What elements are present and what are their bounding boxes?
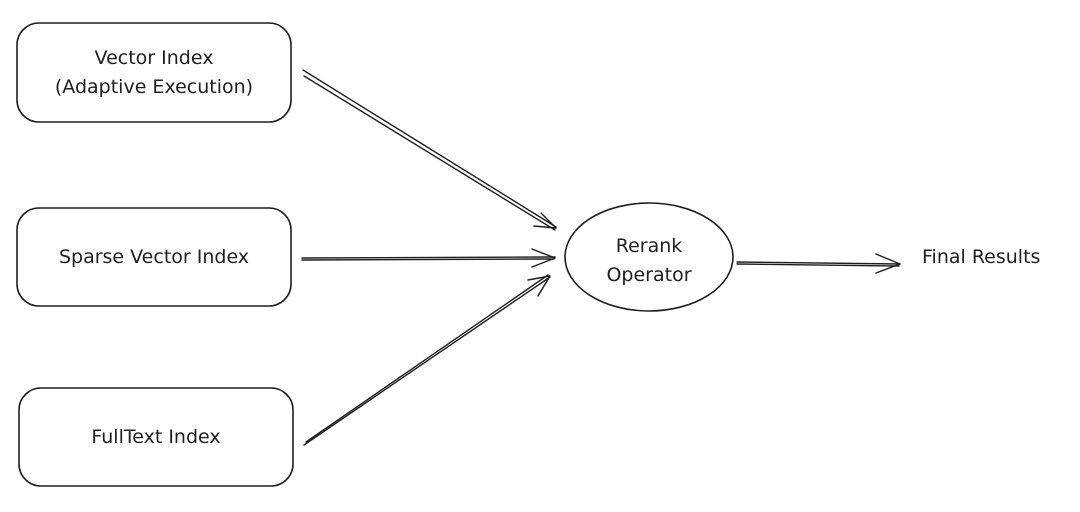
edge-vector-to-rerank-line <box>302 69 557 228</box>
vector-index-label-line1: Vector Index <box>95 47 214 69</box>
node-vector-index: Vector Index (Adaptive Execution) <box>16 22 292 123</box>
sparse-vector-index-box <box>16 207 292 307</box>
edge-sparse-to-rerank-arrowhead <box>531 248 556 268</box>
node-fulltext-index: FullText Index <box>18 387 294 487</box>
edge-fulltext-to-rerank <box>303 274 551 446</box>
edge-sparse-to-rerank-line-2 <box>301 258 555 261</box>
edge-sparse-to-rerank-line <box>301 256 556 259</box>
edge-rerank-to-final-line-2 <box>736 263 900 267</box>
edge-vector-to-rerank <box>302 69 557 231</box>
edge-vector-to-rerank-arrowhead <box>533 212 557 229</box>
node-sparse-vector-index: Sparse Vector Index <box>16 207 292 307</box>
sparse-vector-index-label: Sparse Vector Index <box>59 246 249 268</box>
node-rerank-operator: Rerank Operator <box>564 202 734 312</box>
final-results-label: Final Results <box>922 246 1040 268</box>
edge-fulltext-to-rerank-arrowhead <box>527 275 551 297</box>
rerank-operator-label-line1: Rerank <box>616 235 683 257</box>
fulltext-index-box <box>18 387 294 487</box>
vector-index-box <box>16 22 292 123</box>
edge-rerank-to-final <box>736 253 901 274</box>
edge-rerank-to-final-line <box>736 261 901 265</box>
edge-fulltext-to-rerank-line-2 <box>305 274 549 443</box>
edge-fulltext-to-rerank-line <box>303 276 551 446</box>
edge-vector-to-rerank-line-2 <box>303 75 556 231</box>
rerank-operator-ellipse <box>564 202 734 312</box>
rerank-operator-label-line2: Operator <box>606 264 691 286</box>
fulltext-index-label: FullText Index <box>91 426 220 448</box>
edge-rerank-to-final-arrowhead <box>875 253 901 274</box>
vector-index-label-line2: (Adaptive Execution) <box>55 76 253 98</box>
edge-sparse-to-rerank <box>301 248 556 268</box>
